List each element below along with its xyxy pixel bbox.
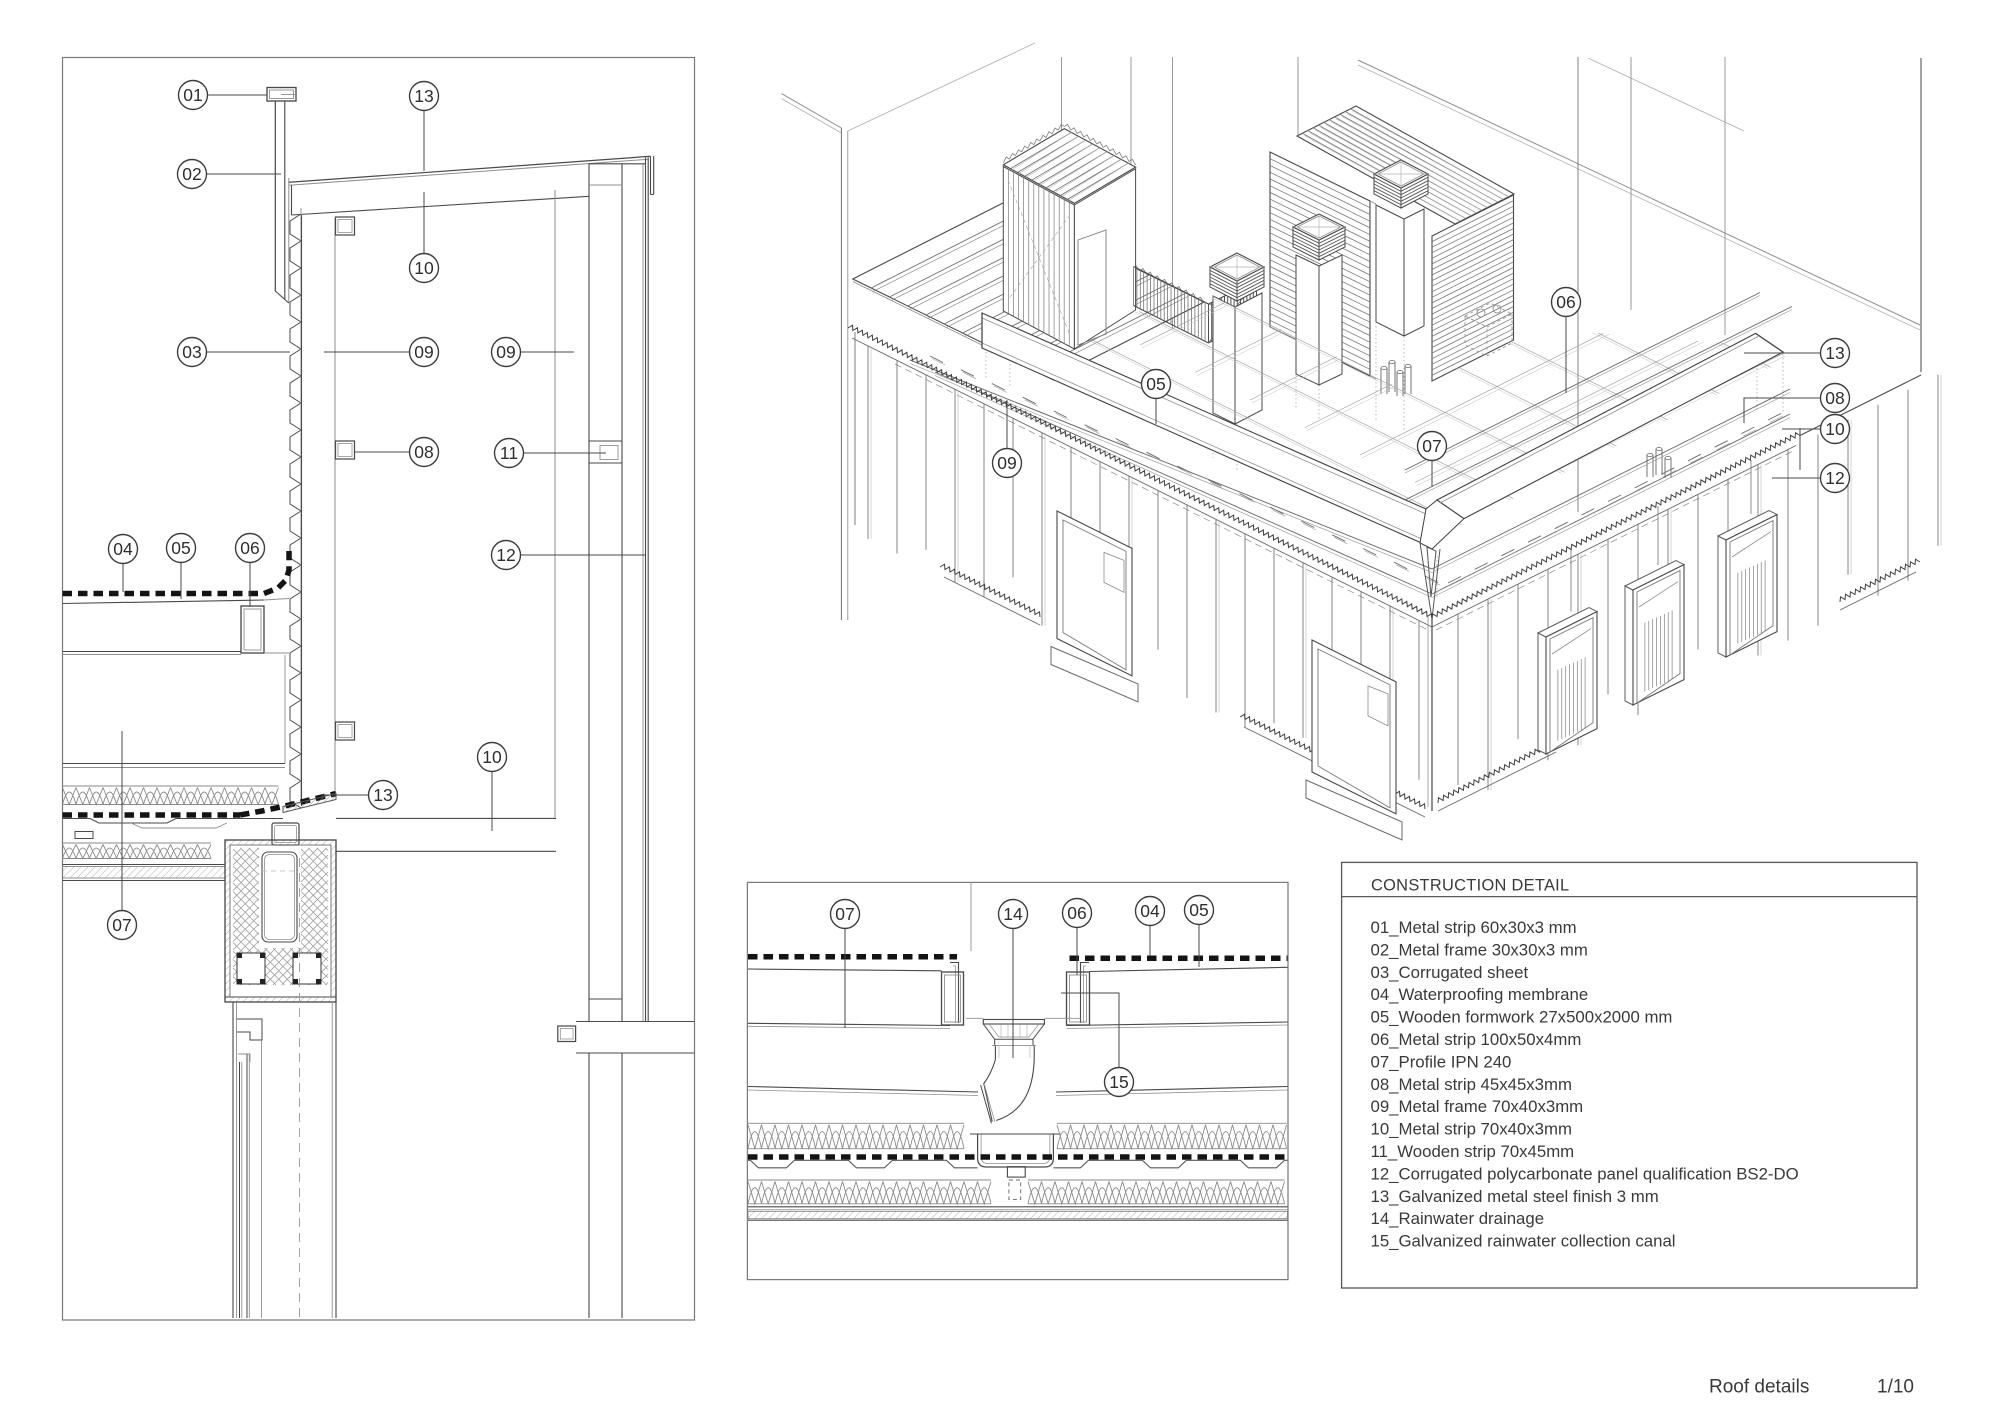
svg-text:12_Corrugated polycarbonate pa: 12_Corrugated polycarbonate panel qualif… [1371, 1164, 1799, 1183]
svg-text:07_Profile IPN 240: 07_Profile IPN 240 [1371, 1052, 1512, 1071]
svg-text:06: 06 [1067, 903, 1086, 923]
svg-text:13_Galvanized metal steel fini: 13_Galvanized metal steel finish 3 mm [1371, 1187, 1659, 1206]
svg-text:09: 09 [496, 342, 515, 362]
svg-text:07: 07 [1422, 436, 1441, 456]
svg-text:12: 12 [496, 545, 515, 565]
svg-text:09_Metal frame 70x40x3mm: 09_Metal frame 70x40x3mm [1371, 1097, 1584, 1116]
svg-text:10: 10 [1825, 419, 1845, 439]
svg-text:10_Metal strip 70x40x3mm: 10_Metal strip 70x40x3mm [1371, 1120, 1572, 1139]
svg-text:13: 13 [1825, 343, 1844, 363]
svg-text:05: 05 [1146, 374, 1165, 394]
svg-text:14_Rainwater drainage: 14_Rainwater drainage [1371, 1209, 1545, 1228]
svg-text:08: 08 [414, 442, 433, 462]
svg-text:05: 05 [1189, 900, 1208, 920]
svg-text:Roof details: Roof details [1709, 1377, 1809, 1398]
svg-text:05: 05 [171, 538, 190, 558]
svg-text:09: 09 [414, 342, 433, 362]
svg-text:04: 04 [113, 539, 133, 559]
svg-text:1/10: 1/10 [1877, 1377, 1914, 1398]
svg-text:06: 06 [1556, 292, 1575, 312]
svg-text:05_Wooden formwork 27x500x2000: 05_Wooden formwork 27x500x2000 mm [1371, 1008, 1673, 1027]
svg-text:06_Metal strip 100x50x4mm: 06_Metal strip 100x50x4mm [1371, 1030, 1582, 1049]
svg-text:04: 04 [1140, 901, 1160, 921]
svg-text:01: 01 [183, 85, 202, 105]
svg-text:10: 10 [414, 258, 434, 278]
svg-text:15: 15 [1109, 1072, 1128, 1092]
svg-text:13: 13 [414, 86, 433, 106]
svg-text:15_Galvanized rainwater collec: 15_Galvanized rainwater collection canal [1371, 1232, 1676, 1251]
svg-text:02: 02 [182, 164, 201, 184]
svg-text:09: 09 [997, 453, 1016, 473]
svg-text:14: 14 [1003, 904, 1023, 924]
svg-text:07: 07 [112, 915, 131, 935]
svg-text:11: 11 [500, 443, 518, 463]
svg-text:13: 13 [373, 785, 392, 805]
svg-text:08_Metal strip 45x45x3mm: 08_Metal strip 45x45x3mm [1371, 1075, 1572, 1094]
svg-text:11_Wooden strip 70x45mm: 11_Wooden strip 70x45mm [1371, 1142, 1575, 1161]
svg-text:03: 03 [182, 342, 201, 362]
svg-text:02_Metal frame 30x30x3 mm: 02_Metal frame 30x30x3 mm [1371, 940, 1588, 959]
svg-text:10: 10 [482, 747, 502, 767]
svg-text:01_Metal strip 60x30x3 mm: 01_Metal strip 60x30x3 mm [1371, 918, 1577, 937]
svg-text:04_Waterproofing membrane: 04_Waterproofing membrane [1371, 985, 1589, 1004]
svg-text:08: 08 [1825, 388, 1844, 408]
svg-text:12: 12 [1825, 468, 1844, 488]
svg-text:CONSTRUCTION DETAIL: CONSTRUCTION DETAIL [1371, 877, 1569, 895]
svg-text:06: 06 [240, 538, 259, 558]
svg-text:03_Corrugated sheet: 03_Corrugated sheet [1371, 963, 1529, 982]
svg-text:07: 07 [835, 904, 854, 924]
